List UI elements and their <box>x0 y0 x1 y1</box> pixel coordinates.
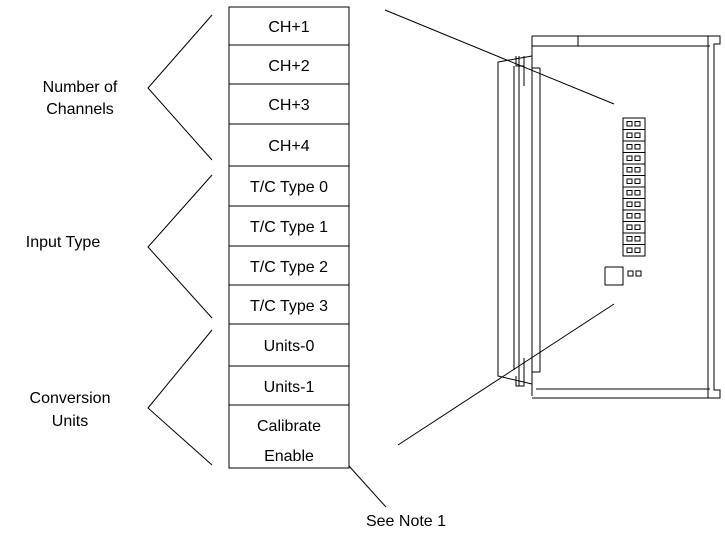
row-ch3: CH+3 <box>268 97 309 114</box>
dip-switch-cell <box>626 155 633 161</box>
leader-line-top <box>384 9 615 105</box>
group-brackets <box>147 14 213 466</box>
dip-switch-cell <box>634 144 641 150</box>
dip-switch-cell <box>626 167 633 173</box>
dip-switch-cell <box>626 247 633 253</box>
row-units-1: Units-1 <box>264 379 315 396</box>
row-ch2: CH+2 <box>268 58 309 75</box>
row-calibrate-line2: Enable <box>264 448 314 465</box>
switch-label-table: CH+1 CH+2 CH+3 CH+4 T/C Type 0 T/C Type … <box>228 6 350 469</box>
note-leader-line <box>348 465 387 508</box>
dip-switch-cell <box>627 270 634 277</box>
dip-switch-cell <box>634 201 641 207</box>
label-number-of: Number of <box>43 79 118 96</box>
row-tc-type-0: T/C Type 0 <box>250 179 328 196</box>
dip-switch-cell <box>626 224 633 230</box>
dip-switch-cell <box>634 155 641 161</box>
dip-switch-cell <box>634 178 641 184</box>
dip-switch-cell <box>626 132 633 138</box>
see-note-label: See Note 1 <box>366 513 446 530</box>
dip-switch-cell <box>635 270 642 277</box>
dip-switch-cell <box>626 144 633 150</box>
dip-switch-tab <box>604 266 624 286</box>
row-tc-type-2: T/C Type 2 <box>250 259 328 276</box>
dip-switch-cell <box>626 213 633 219</box>
dip-switch-cell <box>626 201 633 207</box>
module-outline <box>497 35 721 399</box>
leader-line-bottom <box>397 303 615 446</box>
dip-switch-cell <box>634 224 641 230</box>
dip-switch-cell <box>634 213 641 219</box>
label-input-type: Input Type <box>26 234 101 251</box>
row-ch4: CH+4 <box>268 138 309 155</box>
dip-switch-block <box>604 117 646 286</box>
dip-switch-cell <box>626 236 633 242</box>
dip-switch-cell <box>634 167 641 173</box>
row-tc-type-3: T/C Type 3 <box>250 298 328 315</box>
dip-switch-cell <box>634 190 641 196</box>
row-tc-type-1: T/C Type 1 <box>250 219 328 236</box>
label-conversion: Conversion <box>30 390 111 407</box>
dip-switch-cell <box>634 247 641 253</box>
dip-switch-cell <box>626 190 633 196</box>
row-calibrate-line1: Calibrate <box>257 418 321 435</box>
dip-switch-cell <box>626 121 633 127</box>
row-ch1: CH+1 <box>268 19 309 36</box>
row-units-0: Units-0 <box>264 338 315 355</box>
label-channels: Channels <box>46 101 114 118</box>
label-units: Units <box>52 413 88 430</box>
dip-switch-cell <box>634 236 641 242</box>
dip-switch-cell <box>634 121 641 127</box>
dip-switch-cell <box>634 132 641 138</box>
dip-switch-cell <box>626 178 633 184</box>
